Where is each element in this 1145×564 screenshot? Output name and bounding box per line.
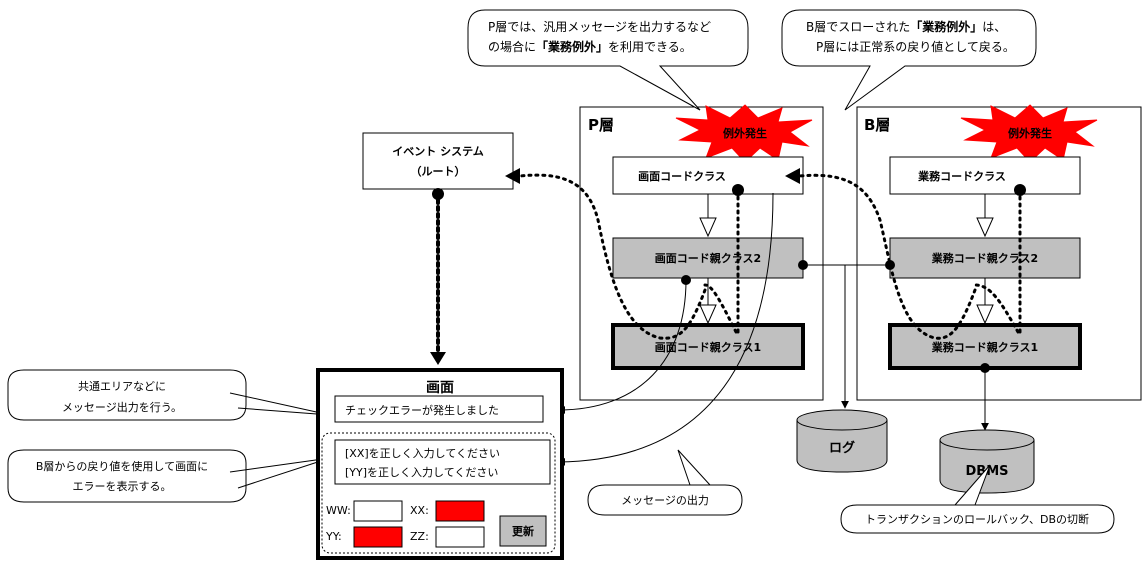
event-system-line1: イベント システム xyxy=(392,145,484,158)
p-layer-title: P層 xyxy=(588,116,614,134)
update-button[interactable] xyxy=(499,515,547,547)
b-class-mid xyxy=(889,237,1081,279)
message-output-callout xyxy=(587,449,743,516)
error-message-area xyxy=(334,395,544,423)
field-yy-label: YY: xyxy=(325,530,342,543)
b-class-bottom xyxy=(888,323,1082,370)
log-cylinder xyxy=(796,409,888,473)
field-ww-label: WW: xyxy=(326,504,351,517)
field-xx-label: XX: xyxy=(410,504,429,517)
field-zz-label: ZZ: xyxy=(410,530,429,543)
arrow-to-screen xyxy=(430,352,446,365)
b-class-mid-label: 業務コード親クラス2 xyxy=(931,251,1038,265)
event-system-line2: （ルート） xyxy=(411,165,466,178)
arrow-to-p-class-top xyxy=(785,168,800,184)
event-system-box xyxy=(362,132,514,190)
detail-area-outer xyxy=(321,432,556,554)
field-yy-input[interactable] xyxy=(353,526,403,548)
detail-line1: [XX]を正しく入力してください xyxy=(345,447,500,460)
log-label: ログ xyxy=(829,440,855,456)
screen-title: 画面 xyxy=(426,380,454,396)
b-note-line2: P層には正常系の戻り値として戻る。 xyxy=(816,39,1015,54)
message-output-label: メッセージの出力 xyxy=(621,493,709,507)
p-class-bottom-label: 画面コード親クラス1 xyxy=(655,340,761,354)
arrow-to-event-system xyxy=(505,168,520,184)
event-system-dot xyxy=(432,188,444,200)
detail-message-area xyxy=(334,439,551,485)
b-class-top xyxy=(889,156,1081,195)
b-class-top-label: 業務コードクラス xyxy=(917,169,1006,183)
dbms-cylinder xyxy=(939,429,1035,494)
error-message-text: チェックエラーが発生しました xyxy=(345,403,499,417)
field-zz-input[interactable] xyxy=(435,526,485,548)
update-button-label: 更新 xyxy=(512,524,534,538)
p-class-top-dot xyxy=(732,184,744,196)
common-area-line1: 共通エリアなどに xyxy=(78,380,166,393)
connector-lines xyxy=(557,192,989,466)
p-class-bottom xyxy=(611,323,805,370)
p-note-callout xyxy=(467,9,749,111)
field-ww-input[interactable] xyxy=(353,500,403,522)
b-exception-label: 例外発生 xyxy=(1008,126,1052,140)
p-class-top xyxy=(612,156,804,195)
p-note-line1: P層では、汎用メッセージを出力するなど xyxy=(488,20,711,34)
detail-line2: [YY]を正しく入力してください xyxy=(345,466,498,479)
common-area-line2: メッセージ出力を行う。 xyxy=(62,400,182,414)
b-note-callout xyxy=(781,9,1037,111)
rollback-callout xyxy=(840,464,1115,534)
p-class-top-label: 画面コードクラス xyxy=(638,170,726,183)
exception-propagation-paths xyxy=(436,173,1022,354)
b-class-top-dot xyxy=(1014,184,1026,196)
p-class-mid xyxy=(612,237,804,279)
b-layer-title: B層 xyxy=(864,116,890,134)
p-class-mid-label: 画面コード親クラス2 xyxy=(655,251,761,265)
b-note-line1: B層でスローされた「業務例外」は、 xyxy=(806,19,1006,34)
p-note-line2: の場合に「業務例外」を利用できる。 xyxy=(488,39,692,54)
b-class-bottom-label: 業務コード親クラス1 xyxy=(931,340,1038,354)
inheritance-arrows xyxy=(699,194,994,325)
b-return-line2: エラーを表示する。 xyxy=(73,479,172,493)
b-return-callout xyxy=(7,449,331,503)
p-exception-label: 例外発生 xyxy=(723,126,767,140)
rollback-label: トランザクションのロールバック、DBの切断 xyxy=(865,512,1089,526)
b-return-line1: B層からの戻り値を使用して画面に xyxy=(36,460,208,473)
field-xx-input[interactable] xyxy=(435,500,485,522)
